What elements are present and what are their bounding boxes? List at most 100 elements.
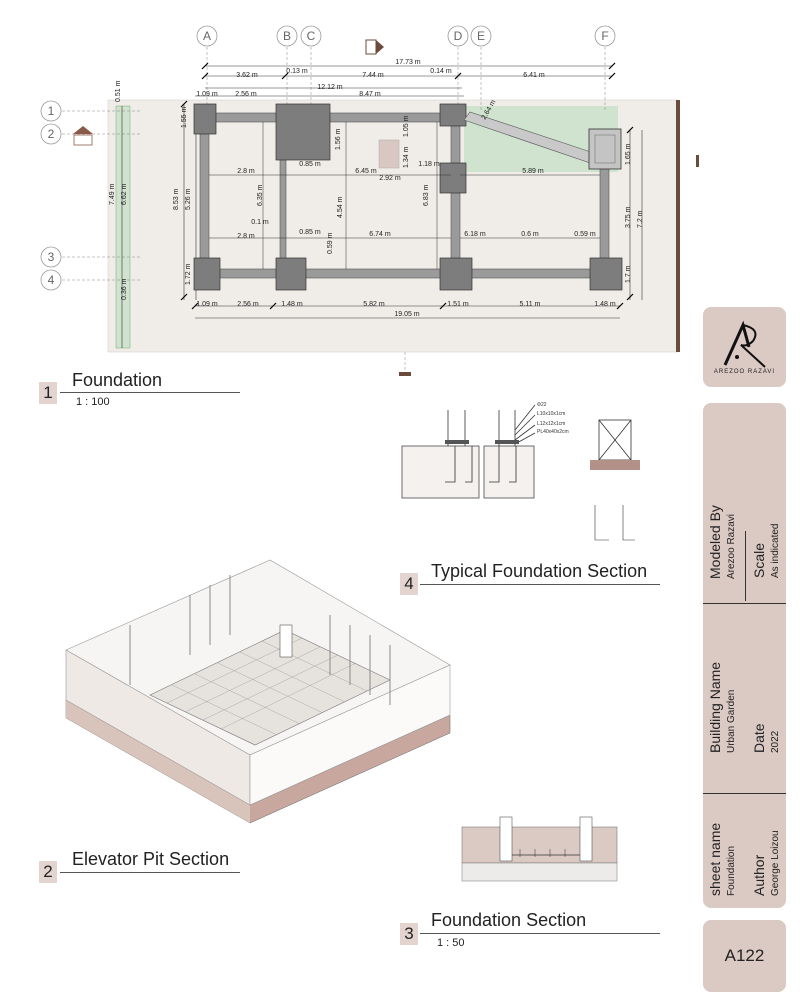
grid-bubble-e bbox=[470, 25, 492, 47]
svg-text:0.6 m: 0.6 m bbox=[521, 231, 539, 238]
grid-bubble-f bbox=[594, 25, 616, 47]
svg-text:17.73 m: 17.73 m bbox=[395, 59, 420, 66]
svg-text:0.85 m: 0.85 m bbox=[299, 229, 321, 236]
view-title-elevator-pit-section: Elevator Pit Section bbox=[72, 849, 230, 869]
sheet-name-value: Foundation bbox=[726, 845, 737, 896]
svg-text:0.59 m: 0.59 m bbox=[327, 232, 334, 254]
view-title-foundation: Foundation bbox=[72, 370, 163, 390]
grid-bubble-b bbox=[276, 25, 298, 47]
svg-text:1.7 m: 1.7 m bbox=[625, 265, 632, 283]
grid-label-b: B bbox=[283, 29, 291, 43]
grid-label-e: E bbox=[477, 29, 485, 43]
svg-text:0.14 m: 0.14 m bbox=[430, 68, 452, 75]
svg-text:L12x12x1cm: L12x12x1cm bbox=[537, 421, 565, 427]
title-underline bbox=[420, 933, 660, 934]
wall-left bbox=[199, 112, 210, 279]
view-scale-3: 1 : 50 bbox=[437, 937, 465, 949]
footing-a4 bbox=[193, 257, 221, 291]
svg-text:8.53 m: 8.53 m bbox=[173, 188, 180, 210]
grid-label-c: C bbox=[307, 29, 316, 43]
svg-text:1.55 m: 1.55 m bbox=[181, 106, 188, 128]
grid-bubble-4 bbox=[40, 269, 62, 291]
svg-text:6.41 m: 6.41 m bbox=[523, 72, 545, 79]
svg-text:0.59 m: 0.59 m bbox=[574, 231, 596, 238]
svg-text:1.09 m: 1.09 m bbox=[196, 301, 218, 308]
logo-mark-icon bbox=[723, 320, 766, 368]
scale-label: Scale bbox=[751, 542, 767, 578]
view-title-foundation-section: Foundation Section bbox=[431, 910, 587, 930]
svg-text:8.47 m: 8.47 m bbox=[359, 91, 381, 98]
svg-text:0.36 m: 0.36 m bbox=[121, 278, 128, 300]
logo-text: AREZOO RAZAVI bbox=[713, 369, 776, 375]
svg-text:19.05 m: 19.05 m bbox=[394, 311, 419, 318]
svg-text:6.62 m: 6.62 m bbox=[121, 183, 128, 205]
svg-text:5.11 m: 5.11 m bbox=[520, 301, 541, 308]
title-underline bbox=[420, 584, 660, 585]
svg-text:2.8 m: 2.8 m bbox=[237, 168, 255, 175]
modeled-by-value: Arezoo Razavi bbox=[726, 513, 737, 579]
view-scale-1: 1 : 100 bbox=[76, 396, 110, 408]
svg-text:0.85 m: 0.85 m bbox=[299, 161, 321, 168]
title-block: Modeled By Arezoo Razavi Scale As indica… bbox=[703, 403, 786, 908]
svg-text:6.74 m: 6.74 m bbox=[369, 231, 391, 238]
svg-text:0.1 m: 0.1 m bbox=[251, 219, 269, 226]
svg-text:2.8 m: 2.8 m bbox=[237, 233, 255, 240]
svg-text:7.2 m: 7.2 m bbox=[637, 210, 644, 228]
svg-text:2.56 m: 2.56 m bbox=[235, 91, 257, 98]
title-underline bbox=[60, 392, 240, 393]
green-strip bbox=[115, 105, 131, 349]
svg-text:1.05 m: 1.05 m bbox=[403, 115, 410, 137]
svg-text:L10x10x1cm: L10x10x1cm bbox=[537, 411, 565, 417]
svg-text:3.62 m: 3.62 m bbox=[236, 72, 258, 79]
north-arrow-icon bbox=[365, 39, 384, 55]
svg-text:1.72 m: 1.72 m bbox=[185, 263, 192, 285]
svg-text:1.48 m: 1.48 m bbox=[594, 301, 616, 308]
foundation-plan: A B C D E F 1 2 3 4 bbox=[40, 25, 699, 376]
svg-text:PL40x40x2cm: PL40x40x2cm bbox=[537, 429, 569, 435]
svg-text:6.18 m: 6.18 m bbox=[464, 231, 486, 238]
footing-d4 bbox=[439, 257, 473, 291]
svg-text:2.92 m: 2.92 m bbox=[379, 175, 401, 182]
svg-text:6.45 m: 6.45 m bbox=[355, 168, 377, 175]
grid-bubble-a bbox=[196, 25, 218, 47]
svg-text:5.26 m: 5.26 m bbox=[185, 188, 192, 210]
grid-label-2: 2 bbox=[48, 127, 55, 141]
view-title-typical-foundation-section: Typical Foundation Section bbox=[431, 561, 648, 581]
svg-text:4.54 m: 4.54 m bbox=[337, 196, 344, 218]
grid-label-a: A bbox=[203, 29, 211, 43]
building-name-value: Urban Garden bbox=[726, 689, 737, 753]
title-underline bbox=[60, 872, 240, 873]
footing-f4 bbox=[589, 257, 623, 291]
footing-b4 bbox=[275, 257, 307, 291]
elevator-pit bbox=[378, 139, 400, 169]
footing-d2 bbox=[439, 162, 467, 194]
grid-label-3: 3 bbox=[48, 250, 55, 264]
footing-bc1 bbox=[275, 103, 331, 161]
svg-text:6.83 m: 6.83 m bbox=[423, 184, 430, 206]
view-number-3: 3 bbox=[400, 923, 418, 945]
svg-text:0.13 m: 0.13 m bbox=[286, 68, 308, 75]
svg-text:1.48 m: 1.48 m bbox=[281, 301, 303, 308]
svg-text:5.82 m: 5.82 m bbox=[363, 301, 385, 308]
svg-text:Φ22: Φ22 bbox=[537, 402, 547, 408]
modeled-by-label: Modeled By bbox=[707, 505, 723, 579]
grid-label-4: 4 bbox=[48, 273, 55, 287]
view-number-4: 4 bbox=[400, 573, 418, 595]
building-name-label: Building Name bbox=[707, 661, 723, 753]
house-symbol-icon bbox=[73, 126, 93, 146]
scale-value: As indicated bbox=[770, 523, 781, 578]
typical-foundation-section-drawings: Φ22 L10x10x1cm L12x12x1cm PL40x40x2cm bbox=[401, 402, 640, 541]
svg-text:1.09 m: 1.09 m bbox=[196, 91, 218, 98]
view-number-1: 1 bbox=[39, 382, 57, 404]
sheet-number: A122 bbox=[703, 920, 786, 992]
grid-label-1: 1 bbox=[48, 104, 55, 118]
footing-a1 bbox=[193, 103, 217, 135]
date-label: Date bbox=[751, 723, 767, 753]
svg-text:0.51 m: 0.51 m bbox=[115, 80, 122, 102]
svg-text:1.34 m: 1.34 m bbox=[403, 146, 410, 168]
svg-text:7.49 m: 7.49 m bbox=[109, 183, 116, 205]
author-value: George Loizou bbox=[770, 830, 781, 896]
foundation-section-drawing bbox=[461, 816, 618, 882]
svg-text:1.65 m: 1.65 m bbox=[625, 143, 632, 165]
grid-label-f: F bbox=[601, 29, 608, 43]
